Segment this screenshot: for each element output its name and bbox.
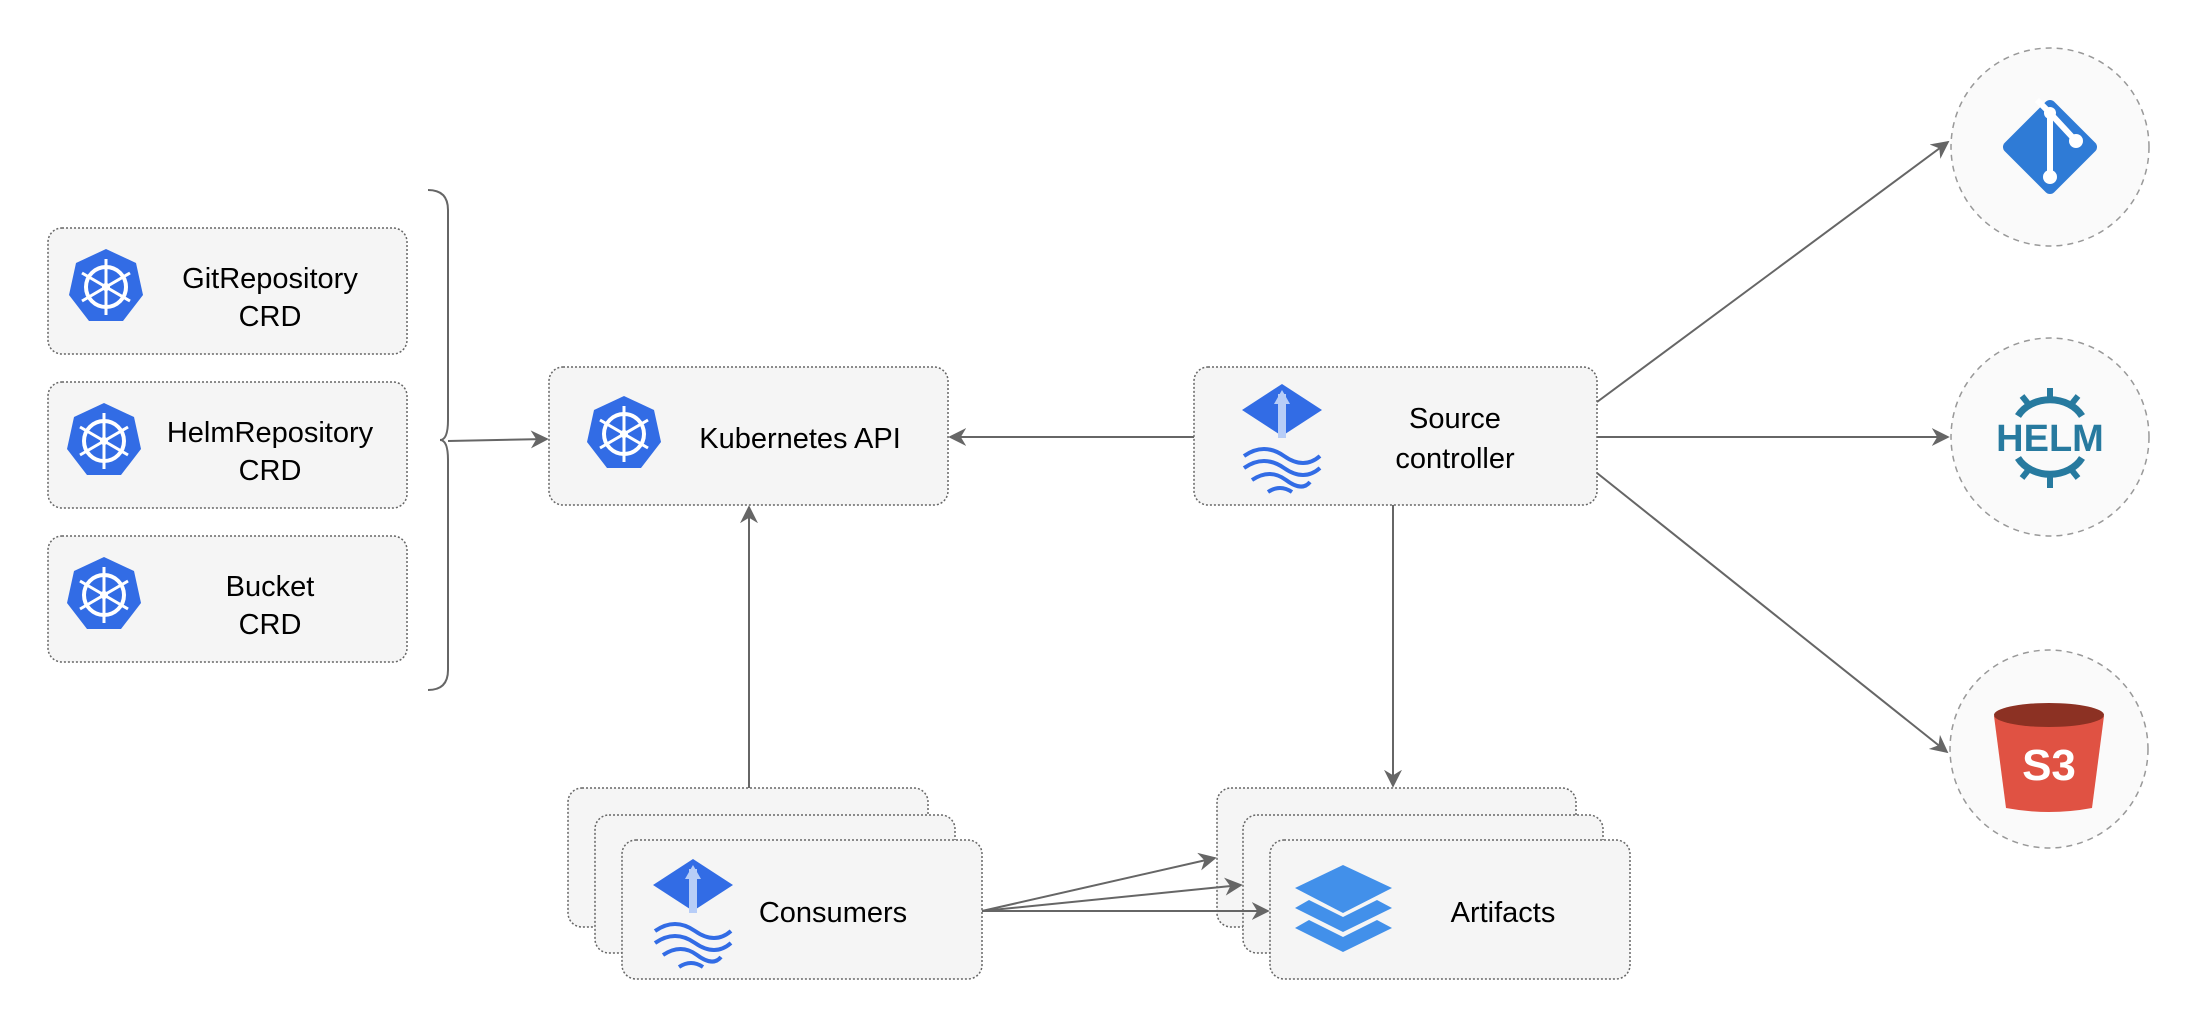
- crd-label: HelmRepository: [167, 417, 374, 449]
- crd-gitrepository[interactable]: GitRepository CRD: [47, 227, 408, 355]
- layers-icon: [1295, 865, 1392, 952]
- crd-label: GitRepository: [182, 263, 358, 295]
- artifacts-label: Artifacts: [1451, 897, 1556, 929]
- source-controller-node[interactable]: Source controller: [1193, 366, 1598, 506]
- consumers-node[interactable]: Consumers: [567, 787, 983, 980]
- brace: [427, 189, 449, 691]
- source-controller-label: controller: [1395, 443, 1515, 475]
- kubernetes-api-node[interactable]: Kubernetes API: [548, 366, 949, 506]
- kubernetes-api-label: Kubernetes API: [699, 423, 901, 455]
- edge-controller-to-s3: [1596, 472, 1949, 754]
- crd-bucket[interactable]: Bucket CRD: [47, 535, 408, 663]
- artifacts-node[interactable]: Artifacts: [1216, 787, 1631, 980]
- crd-label: CRD: [239, 301, 302, 333]
- helm-source[interactable]: HELM: [1950, 337, 2150, 537]
- edge-consumers-to-artifacts: [981, 877, 1243, 912]
- edge-consumers-to-artifacts: [981, 852, 1217, 912]
- s3-source[interactable]: S3: [1949, 649, 2149, 849]
- git-icon: [2002, 97, 2098, 195]
- helm-icon: HELM: [1996, 388, 2104, 488]
- s3-bucket-icon: S3: [1994, 703, 2104, 812]
- source-controller-label: Source: [1409, 403, 1501, 435]
- s3-logo-text: S3: [2022, 741, 2076, 790]
- consumers-label: Consumers: [759, 897, 907, 929]
- crd-helmrepository[interactable]: HelmRepository CRD: [47, 381, 408, 509]
- crd-label: CRD: [239, 609, 302, 641]
- edge-controller-to-git: [1596, 140, 1950, 403]
- crd-label: CRD: [239, 455, 302, 487]
- edge-crds-to-api: [447, 430, 549, 449]
- helm-logo-text: HELM: [1996, 418, 2104, 460]
- git-source[interactable]: [1950, 47, 2150, 247]
- crd-label: Bucket: [226, 571, 315, 603]
